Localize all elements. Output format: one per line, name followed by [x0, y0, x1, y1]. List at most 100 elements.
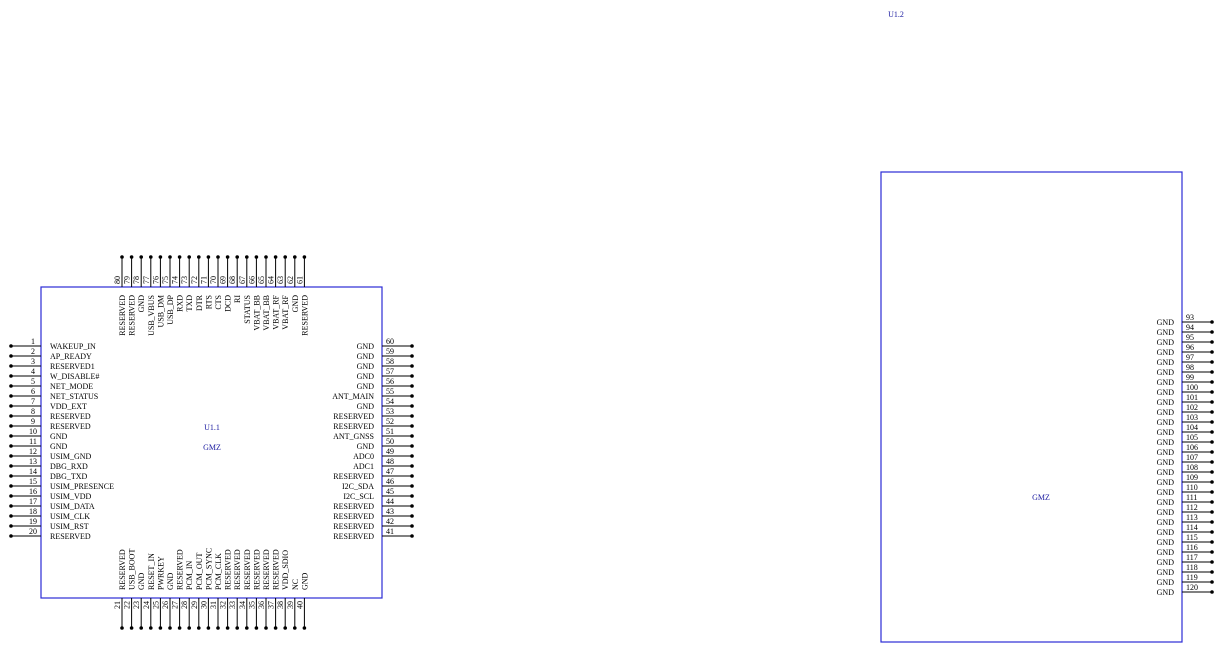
u1-2-body[interactable]	[880, 171, 1183, 643]
u1-2-component[interactable]: U1.2 GMZ 93GND94GND95GND96GND97GND98GND9…	[880, 10, 1214, 643]
u1-1-body[interactable]	[40, 286, 383, 599]
u1-1-left-pin-4[interactable]: 4W_DISABLE#	[9, 367, 99, 381]
u1-1-component[interactable]: U1.1 GMZ 1WAKEUP_IN2AP_READY3RESERVED14W…	[9, 255, 414, 630]
u1-1-left-pin-2[interactable]: 2AP_READY	[9, 347, 92, 361]
